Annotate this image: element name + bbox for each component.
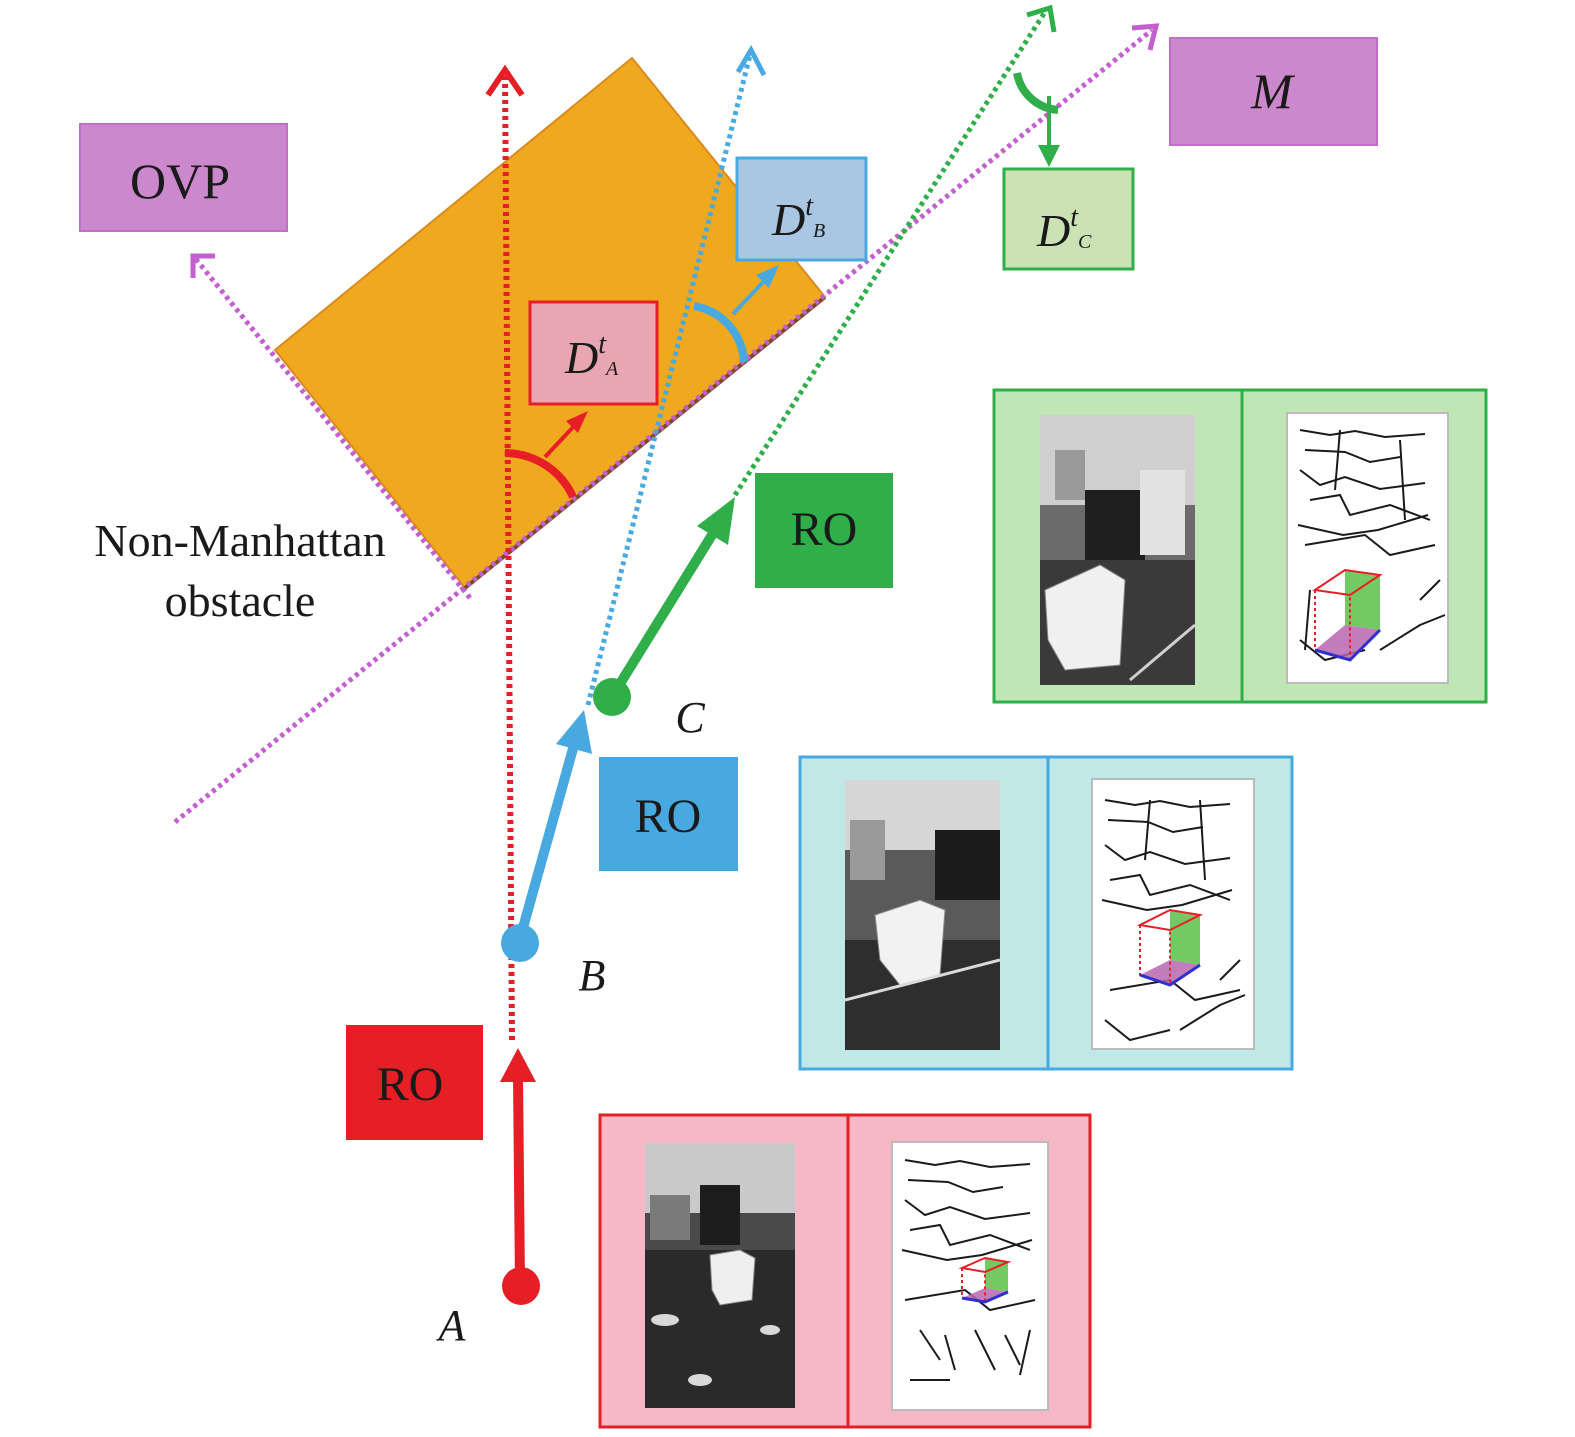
red-direction-line: [502, 74, 515, 1041]
blue-dt-pointer-head: [756, 265, 779, 288]
ovp-arrowhead: [190, 253, 215, 278]
dt-c-box: [1002, 167, 1135, 271]
panel-b: [798, 755, 1294, 1071]
dt-c-label: DtC: [1036, 202, 1092, 256]
ro-box-red: [346, 1025, 483, 1140]
dt-b-label: DtB: [771, 191, 825, 245]
point-a-marker: [502, 1267, 540, 1305]
ro-box-green: [755, 473, 893, 588]
blue-motion-arrowhead: [556, 710, 592, 754]
point-c-marker: [593, 678, 631, 716]
camera-photo-icon: [645, 1143, 795, 1408]
red-motion-arrowhead: [500, 1048, 536, 1082]
red-dotted-arrowhead: [485, 64, 525, 97]
m-box: [1169, 37, 1378, 146]
m-direction-line: [173, 28, 1154, 824]
red-dt-pointer-head: [566, 411, 588, 433]
ro-box-blue: [599, 757, 738, 871]
blue-dt-pointer: [731, 277, 768, 316]
obstacle-label-line2: obstacle: [165, 575, 316, 626]
dt-a-box: [528, 300, 659, 406]
red-dt-pointer: [543, 422, 578, 459]
red-angle-arc: [504, 449, 577, 499]
ro-label-blue: RO: [635, 790, 702, 843]
green-angle-arc: [1013, 72, 1059, 114]
blue-angle-arc: [693, 302, 748, 363]
point-b-label: B: [579, 951, 606, 1000]
green-dt-pointer-head: [1038, 145, 1060, 167]
point-c-label: C: [675, 693, 705, 742]
dt-b-box: [735, 156, 868, 262]
m-label: M: [1250, 63, 1295, 119]
edge-map-icon: [1091, 778, 1255, 1050]
ovp-direction-line: [193, 256, 472, 600]
panel-c: [992, 388, 1488, 704]
green-motion-arrow: [608, 532, 717, 698]
point-b-marker: [501, 924, 539, 962]
green-dotted-arrowhead: [1026, 4, 1057, 33]
edge-map-icon: [1286, 412, 1449, 684]
camera-photo-icon: [845, 780, 1000, 1050]
dt-a-label: DtA: [564, 329, 619, 383]
camera-photo-icon: [1040, 415, 1195, 685]
ovp-box: [79, 123, 288, 232]
point-a-label: A: [436, 1301, 467, 1350]
ro-label-green: RO: [791, 503, 858, 556]
edge-map-icon: [891, 1141, 1049, 1411]
blue-motion-arrow: [514, 743, 579, 944]
red-motion-arrow: [513, 1074, 525, 1286]
blue-dotted-arrowhead: [735, 44, 767, 77]
green-motion-arrowhead: [697, 497, 735, 545]
obstacle-label-line1: Non-Manhattan: [94, 515, 385, 566]
m-arrowhead: [1131, 23, 1160, 51]
panel-a: [598, 1113, 1092, 1429]
ro-label-red: RO: [377, 1058, 444, 1111]
ovp-label: OVP: [130, 153, 230, 209]
